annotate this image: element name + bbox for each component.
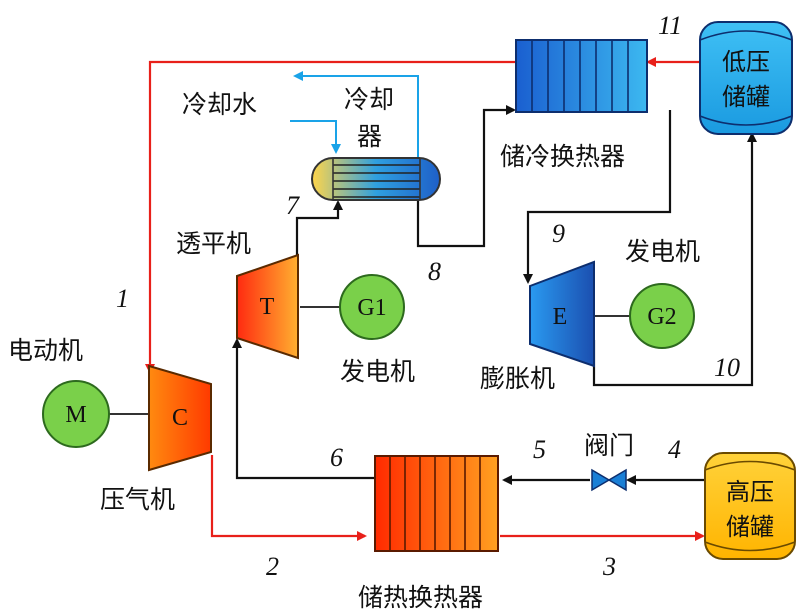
expander: E [529,260,595,368]
state-6: 6 [330,443,343,472]
motor-symbol: M [65,402,86,428]
lp-tank-label-line2: 储罐 [722,83,770,111]
cooler-label-line1: 冷却 [344,85,394,114]
state-2: 2 [266,552,279,581]
pipe-2 [210,455,367,541]
state-9: 9 [552,219,565,248]
motor: M [42,380,110,448]
cooling-water-out [293,71,419,162]
valve-label: 阀门 [584,431,634,460]
state-3: 3 [602,552,616,581]
state-1: 1 [116,284,129,313]
generator-2-label: 发电机 [625,237,700,266]
cold-hx-label: 储冷换热器 [500,142,625,171]
hot-storage-heat-exchanger [374,455,499,552]
state-10: 10 [714,353,740,382]
hot-hx-label: 储热换热器 [358,583,483,612]
pipe-1 [145,60,516,374]
generator-1-label: 发电机 [340,357,415,386]
cooler-label-line2: 器 [357,122,382,151]
turbine-symbol: T [260,294,275,320]
state-11: 11 [658,11,682,40]
generator-1-symbol: G1 [357,295,386,321]
hp-tank-label-line2: 储罐 [726,513,774,541]
generator-1: G1 [339,274,405,340]
pipe-6 [232,338,375,480]
high-pressure-tank: 高压 储罐 [704,452,796,560]
expander-label: 膨胀机 [480,364,555,393]
low-pressure-tank: 低压 储罐 [699,21,793,135]
generator-2-symbol: G2 [647,304,676,330]
motor-label: 电动机 [8,336,83,365]
pipe-8 [416,105,516,248]
throttle-valve [591,468,627,492]
compressor: C [148,364,212,472]
cold-storage-heat-exchanger [515,39,648,113]
turbine-label: 透平机 [176,229,251,258]
cooler [311,157,441,201]
state-5: 5 [533,435,546,464]
lp-tank-label-line1: 低压 [722,48,770,76]
cooling-water-in [290,120,341,154]
state-8: 8 [428,257,441,286]
cooling-water-label: 冷却水 [182,90,257,119]
generator-2: G2 [629,283,695,349]
hp-tank-label-line1: 高压 [726,478,774,506]
state-4: 4 [668,435,681,464]
expander-symbol: E [553,304,568,330]
compressor-label: 压气机 [100,485,175,514]
state-7: 7 [286,191,300,220]
pipe-7 [295,200,343,255]
compressor-symbol: C [172,405,188,431]
turbine: T [236,253,299,360]
pipe-9 [523,110,672,284]
